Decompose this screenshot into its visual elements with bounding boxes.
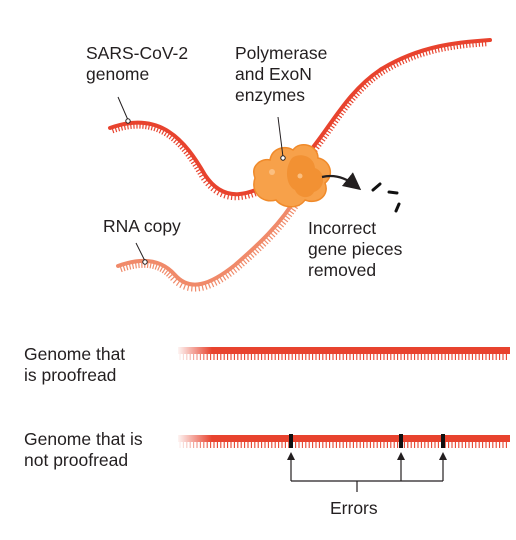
- rna-copy-label-text: RNA copy: [103, 216, 181, 236]
- not-proofread-label-line1: Genome that is: [24, 429, 143, 449]
- error-marks: [289, 434, 445, 448]
- error-mark: [441, 434, 445, 448]
- error-mark: [289, 434, 293, 448]
- enzymes-label-line1: Polymerase: [235, 43, 328, 63]
- removed-label: Incorrect gene pieces removed: [308, 218, 402, 281]
- removed-label-line3: removed: [308, 260, 377, 280]
- not-proofread-label-line2: not proofread: [24, 450, 129, 470]
- rna-copy-label: RNA copy: [103, 216, 181, 237]
- enzyme-complex: [253, 143, 332, 208]
- genome-label-line1: SARS-CoV-2: [86, 43, 189, 63]
- removed-label-line1: Incorrect: [308, 218, 377, 238]
- not-proofread-label: Genome that is not proofread: [24, 429, 143, 471]
- removal-arrow: [321, 172, 362, 191]
- errors-label-text: Errors: [330, 498, 378, 518]
- genome-label-line2: genome: [86, 64, 150, 84]
- removed-label-line2: gene pieces: [308, 239, 403, 259]
- enzymes-label-line3: enzymes: [235, 85, 306, 105]
- error-mark: [399, 434, 403, 448]
- enzymes-label-line2: and ExoN: [235, 64, 312, 84]
- rna-copy-strand: [116, 193, 302, 292]
- enzymes-label: Polymerase and ExoN enzymes: [235, 43, 327, 106]
- removed-gene-pieces: [371, 182, 401, 213]
- errors-label: Errors: [330, 498, 378, 519]
- leader-lines: [117, 96, 286, 265]
- genome-label: SARS-CoV-2 genome: [86, 43, 188, 85]
- proofread-label: Genome that is proofread: [24, 344, 125, 386]
- proofread-label-line1: Genome that: [24, 344, 126, 364]
- unproofread-genome-bar: [176, 432, 510, 450]
- errors-bracket: [287, 452, 447, 492]
- proofread-genome-bar: [176, 344, 510, 362]
- proofread-label-line2: is proofread: [24, 365, 117, 385]
